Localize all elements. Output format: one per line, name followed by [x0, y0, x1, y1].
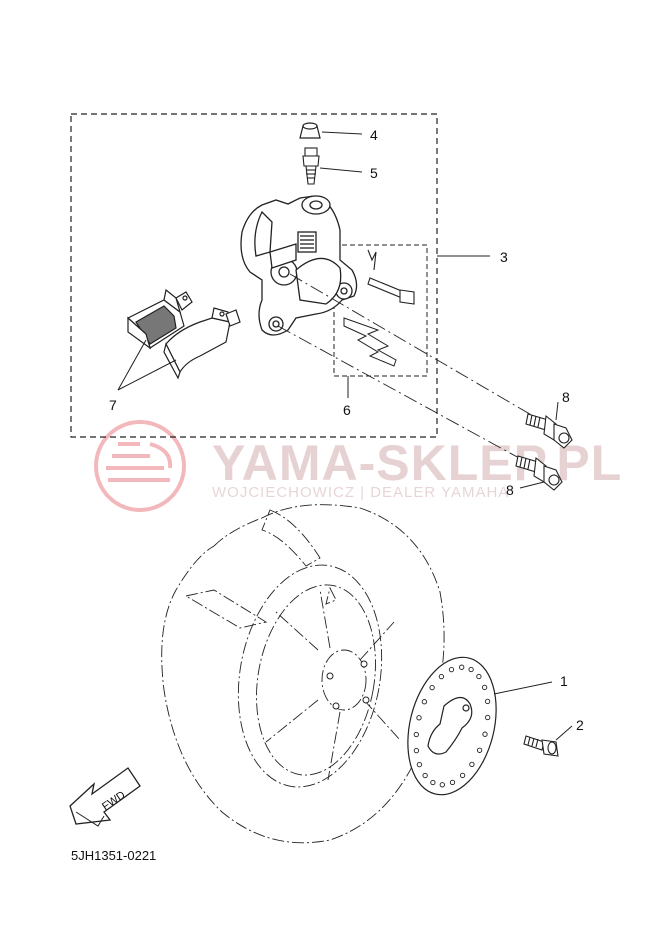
disc-hole [416, 761, 423, 768]
disc-hole [484, 698, 491, 705]
leader-4 [321, 131, 363, 135]
brake-pad-outer [163, 307, 241, 380]
disc-hole [476, 747, 483, 753]
brake-caliper [240, 195, 358, 336]
leader-2 [555, 725, 573, 741]
caliper-assembly-box [70, 113, 438, 438]
disc-hole [438, 673, 445, 680]
disc-hole [481, 684, 488, 691]
disc-hole [459, 664, 465, 670]
callout-6: 6 [343, 402, 351, 418]
callout-1: 1 [560, 673, 568, 689]
disc-hole [482, 731, 488, 737]
caliper-pin [367, 249, 415, 305]
rear-wheel [161, 504, 445, 844]
disc-hole [449, 779, 456, 786]
callout-4: 4 [370, 127, 378, 143]
disc-hole [429, 684, 435, 691]
brake-disc-holes [413, 664, 491, 788]
pad-spring [343, 317, 397, 367]
disc-hole [430, 779, 436, 786]
forward-arrow-icon: FWD [69, 767, 141, 827]
disc-hole [468, 666, 474, 673]
callout-8a: 8 [562, 389, 570, 405]
disc-hole [448, 666, 455, 673]
watermark-logo-icon [94, 420, 186, 512]
bleed-cap [299, 122, 321, 139]
leader-1 [493, 681, 553, 695]
mounting-lines [277, 273, 541, 465]
disc-hole [459, 772, 466, 779]
brake-pad-inner [126, 288, 193, 350]
disc-bolt [523, 735, 559, 757]
disc-hole [485, 714, 491, 721]
disc-hole [413, 731, 419, 738]
caliper-bolt-upper [525, 413, 573, 449]
brake-disc [407, 656, 497, 796]
callout-3: 3 [500, 249, 508, 265]
hub-studs [326, 660, 370, 710]
leader-5 [319, 167, 363, 173]
disc-hole [416, 715, 422, 721]
disc-hole [439, 782, 445, 788]
leader-7 [117, 339, 177, 391]
callout-8b: 8 [506, 482, 514, 498]
diagram-code: 5JH1351-0221 [71, 848, 156, 863]
leader-8b [519, 481, 545, 489]
disc-hole [413, 747, 420, 754]
bleed-screw [302, 147, 320, 185]
caliper-bolt-lower [515, 455, 563, 491]
callout-7: 7 [109, 397, 117, 413]
disc-hole [469, 761, 475, 768]
leader-8a [555, 401, 559, 421]
disc-hole [476, 673, 482, 680]
disc-hole [422, 772, 428, 779]
watermark-subtitle: WOJCIECHOWICZ | DEALER YAMAHA [212, 484, 509, 501]
callout-5: 5 [370, 165, 378, 181]
disc-hole [421, 699, 428, 705]
callout-2: 2 [576, 717, 584, 733]
